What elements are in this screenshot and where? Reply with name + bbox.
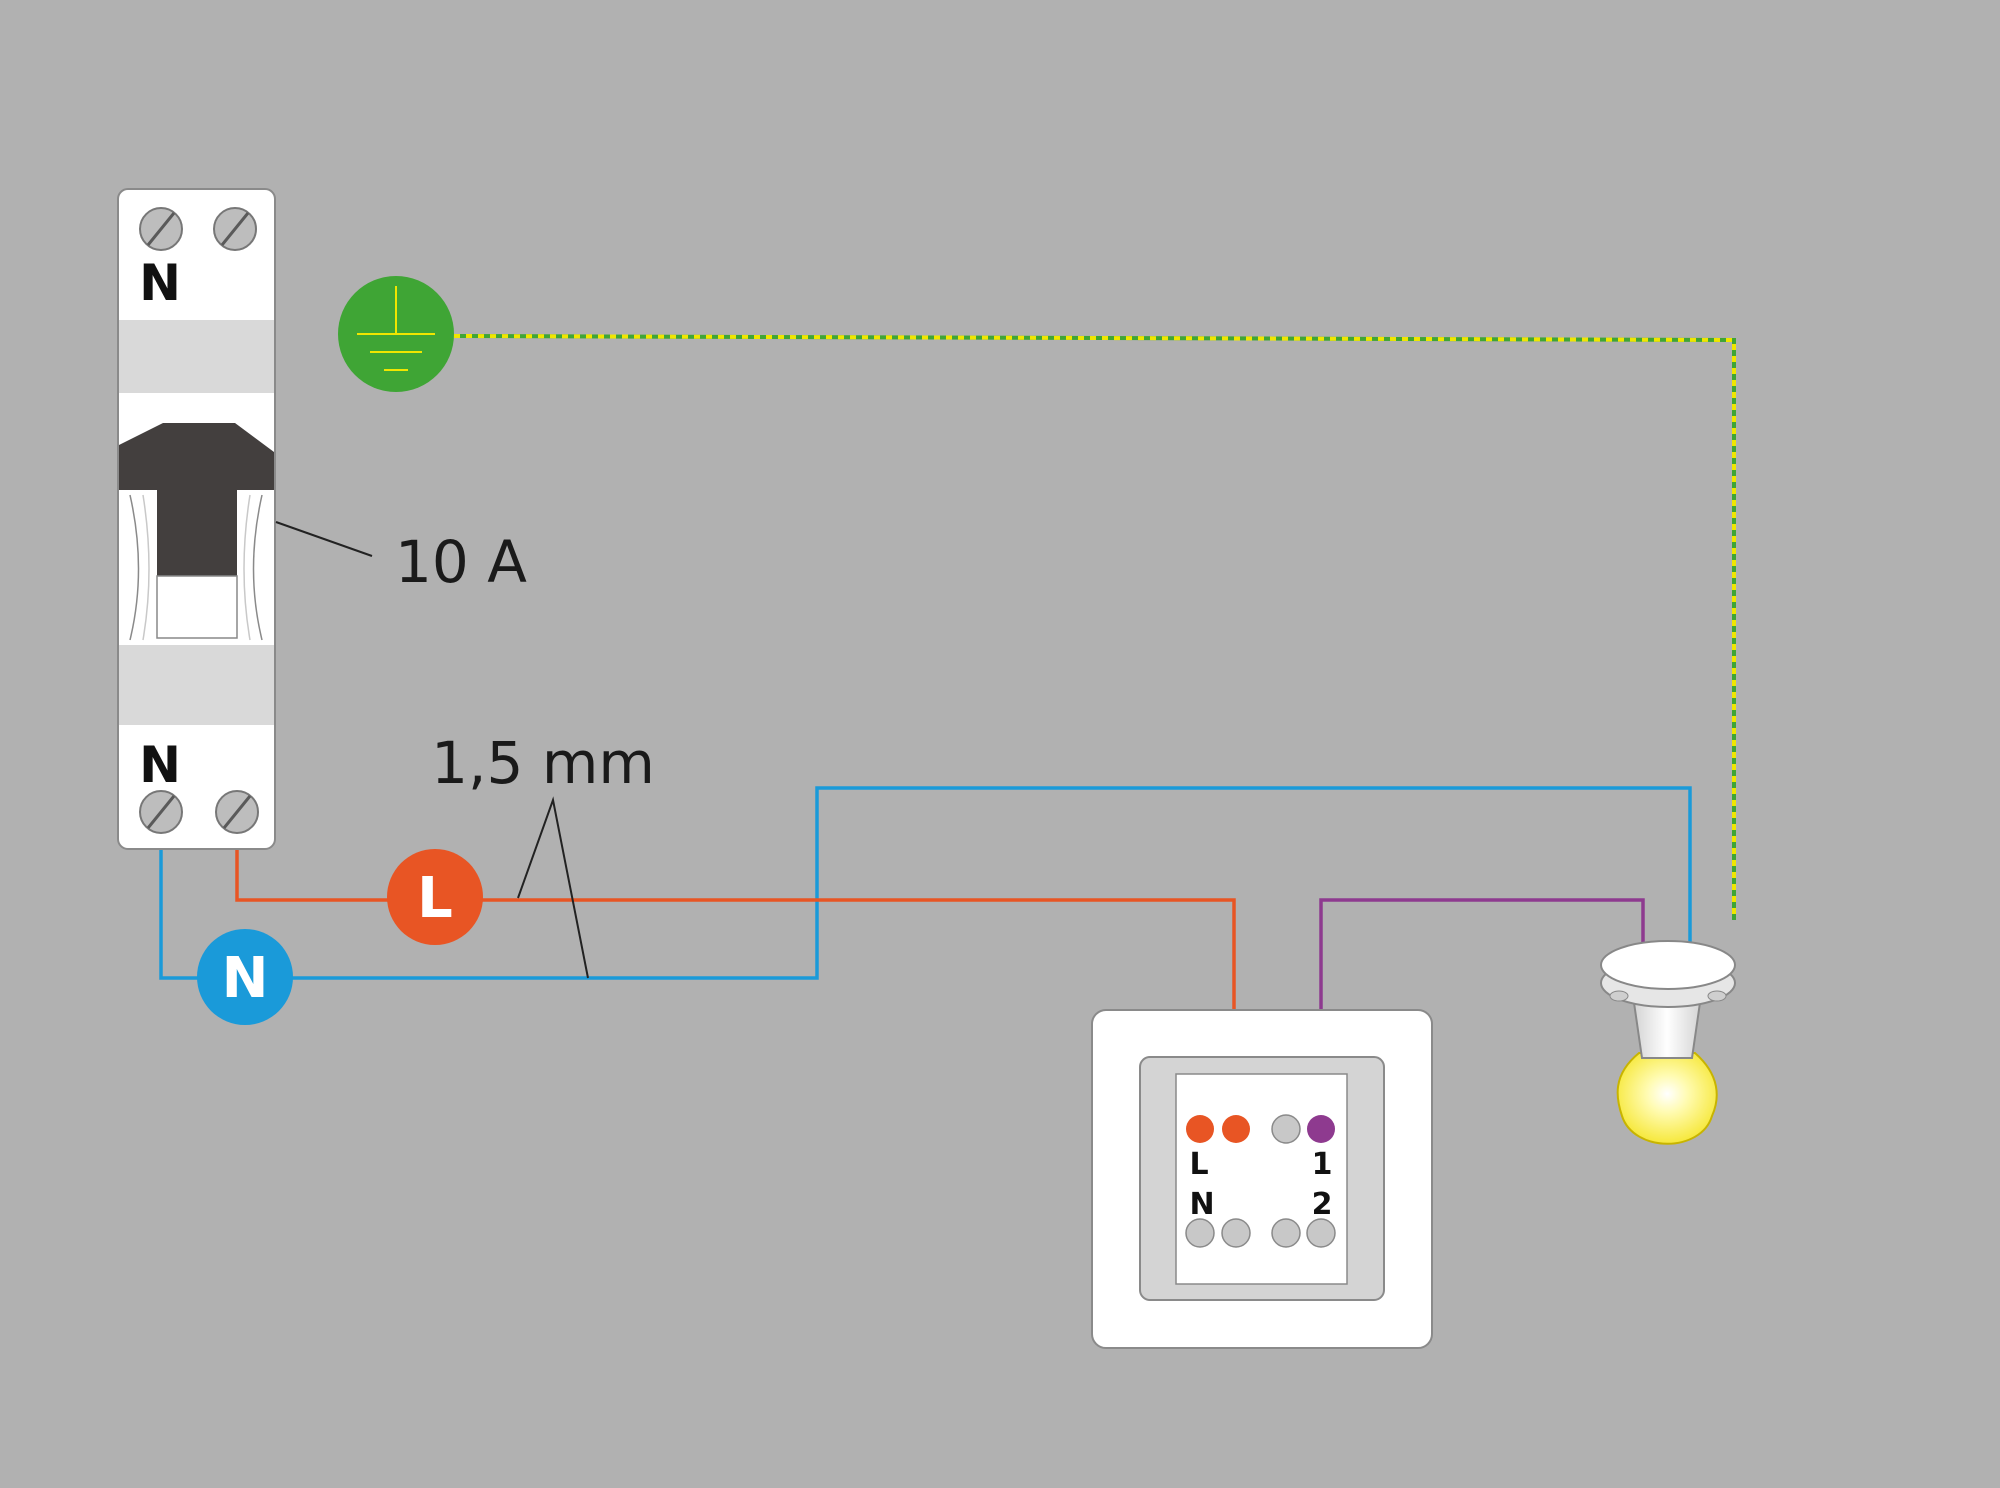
screw-icon [139,207,183,251]
wall-switch-icon: L N 1 2 [1091,1009,1433,1349]
breaker-rating-label: 10 A [395,528,527,596]
neutral-wire [159,786,1692,980]
earth-ground-icon [338,276,454,392]
line-wire [235,850,1236,1130]
wire-section-leader-line [517,796,589,979]
screw-icon [139,790,183,834]
switch-label-1: 1 [1312,1147,1333,1182]
switch-label-n: N [1189,1187,1214,1222]
earth-wire [453,334,1736,920]
neutral-badge: N [197,929,293,1025]
screw-icon [213,207,257,251]
switch-label-2: 2 [1312,1187,1333,1222]
circuit-breaker-icon: N N [117,188,276,850]
screw-icon [215,790,259,834]
rating-leader-line [275,521,373,557]
wire-section-label: 1,5 mm [431,729,655,797]
line-badge-label: L [417,866,453,931]
switch-label-l: L [1189,1147,1208,1182]
light-bulb-icon [1600,940,1736,1145]
neutral-badge-label: N [222,946,269,1011]
breaker-bottom-terminal-label: N [139,736,181,794]
breaker-top-terminal-label: N [139,254,181,312]
line-badge: L [387,849,483,945]
